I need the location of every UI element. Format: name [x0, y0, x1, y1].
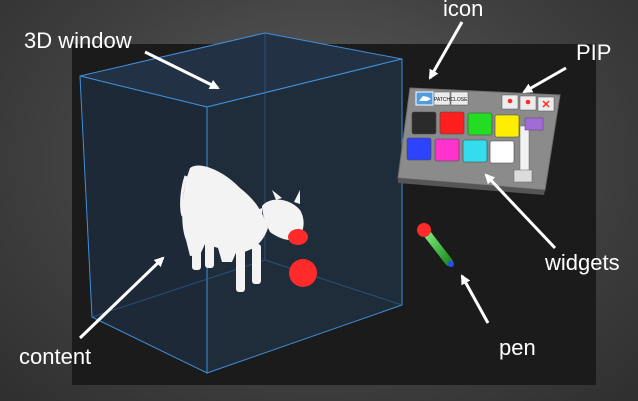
cow-horn [294, 190, 300, 204]
label-content: content [19, 344, 92, 369]
arrow-pen [460, 274, 490, 324]
color-swatch-button[interactable] [494, 114, 520, 138]
color-swatch-button[interactable] [434, 138, 460, 162]
arrow-content [78, 256, 165, 340]
tab-patch[interactable] [433, 91, 451, 106]
cow-head [262, 199, 304, 241]
cow-horn [272, 190, 282, 200]
cow-body [182, 165, 268, 262]
color-swatch-button[interactable] [489, 140, 515, 164]
arrow-pip [522, 66, 567, 94]
pen-body [421, 227, 453, 266]
color-swatch-button[interactable] [439, 111, 465, 135]
cow-ear [248, 208, 262, 220]
annotation-arrows [78, 21, 567, 340]
cow-leg [252, 244, 261, 284]
color-swatch-button[interactable] [462, 139, 488, 163]
pen-end [448, 261, 454, 267]
cow-leg [236, 246, 245, 292]
cow-tail [180, 175, 188, 217]
pip-panel-shadow [398, 178, 545, 195]
tab-patch-label: PATCH [434, 97, 451, 103]
color-swatch-button[interactable] [406, 137, 432, 161]
label-3d-window: 3D window [24, 28, 132, 53]
pip-panel: PATCH CLOSE [397, 87, 561, 195]
label-icon: icon [443, 0, 484, 21]
arrow-icon [428, 21, 464, 80]
tab-close-label: CLOSE [451, 97, 469, 103]
cube-hidden-edge [264, 259, 403, 306]
pip-button-1-dot [507, 98, 513, 104]
cow-icon [419, 96, 431, 101]
slider-handle[interactable] [513, 169, 533, 183]
color-swatch-button[interactable] [411, 111, 437, 135]
3d-window-cube [79, 32, 403, 374]
cow-model [180, 165, 304, 292]
arrow-widgets [484, 173, 557, 250]
color-swatch-button[interactable] [467, 112, 493, 136]
pen-tip [417, 223, 431, 237]
cow-leg [205, 240, 214, 268]
pip-button-2-dot [525, 99, 531, 105]
slider-top-knob[interactable] [524, 117, 544, 131]
pip-button-3-mark [542, 100, 550, 108]
red-ball [289, 259, 317, 287]
pen [417, 223, 454, 267]
label-pen: pen [499, 335, 536, 360]
arrow-3d-window [144, 50, 220, 90]
cow-leg [192, 240, 201, 270]
label-widgets: widgets [545, 250, 620, 275]
tab-close[interactable] [450, 91, 469, 106]
label-pip: PIP [576, 40, 612, 65]
cow-nose-ball [288, 229, 308, 245]
